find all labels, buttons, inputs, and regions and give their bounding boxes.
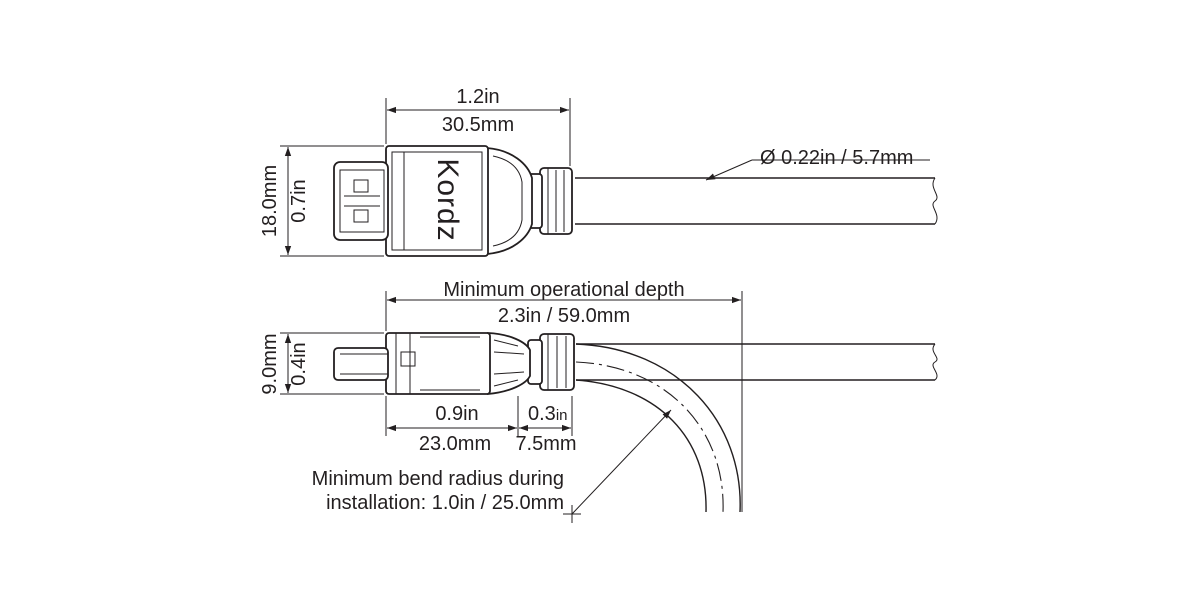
top-cable (575, 177, 935, 225)
label-plug-length-in: 0.9in (435, 403, 478, 425)
side-latch (400, 351, 416, 367)
brand-logo: Kordz (431, 158, 464, 241)
dim-bend-radius (563, 409, 672, 523)
dim-operational-depth (385, 291, 743, 512)
label-bend-line1: Minimum bend radius during (312, 468, 564, 490)
side-cable-break (932, 343, 938, 381)
top-plug-slot-1 (353, 179, 369, 193)
top-plug-slot-2 (353, 209, 369, 223)
dim-top-height (280, 145, 384, 257)
side-cable-bend-outer (575, 343, 741, 513)
label-boot-length-in: 0.3in (528, 403, 568, 425)
label-top-height-mm: 18.0mm (259, 165, 281, 237)
label-top-height-in: 0.7in (288, 179, 310, 222)
top-cable-break (932, 177, 938, 225)
label-top-length-in: 1.2in (456, 86, 499, 108)
side-view-connector (333, 332, 938, 513)
dim-cable-diameter (705, 159, 930, 181)
label-top-length-mm: 30.5mm (442, 114, 514, 136)
side-cable-straight (576, 343, 935, 381)
side-cable-bend-inner (575, 379, 707, 513)
label-cable-diameter: Ø 0.22in / 5.7mm (760, 147, 913, 169)
side-housing (385, 332, 491, 395)
label-boot-length-mm: 7.5mm (515, 433, 576, 455)
dim-top-length (385, 98, 571, 166)
side-plug-tip (333, 347, 389, 381)
top-view-connector (333, 145, 938, 257)
label-depth-value: 2.3in / 59.0mm (498, 305, 630, 327)
side-cable-centerline (575, 361, 724, 513)
side-boot (487, 332, 531, 395)
label-side-height-in: 0.4in (288, 342, 310, 385)
label-depth-title: Minimum operational depth (443, 279, 684, 301)
top-boot (486, 147, 533, 255)
label-bend-line2: installation: 1.0in / 25.0mm (326, 492, 564, 514)
label-side-height-mm: 9.0mm (259, 333, 281, 394)
dim-plug-boot-length (385, 396, 573, 436)
label-plug-length-mm: 23.0mm (419, 433, 491, 455)
top-plug-tip (333, 161, 389, 241)
dim-side-height (280, 332, 384, 395)
